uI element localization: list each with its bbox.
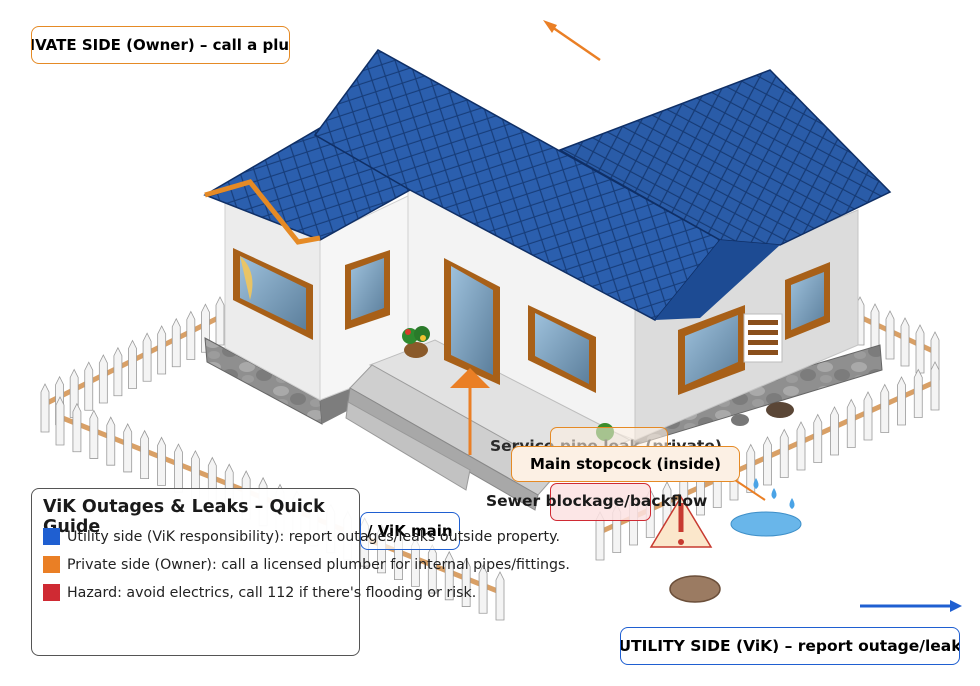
arrow-icon xyxy=(860,600,962,612)
utility-side-text: UTILITY SIDE (ViK) – report outage/leak xyxy=(620,637,960,655)
private-side-text: RIVATE SIDE (Owner) – call a plumber xyxy=(31,36,290,54)
manhole-cover-icon xyxy=(669,575,721,603)
arrow-icon xyxy=(543,20,601,62)
legend-text: Utility side (ViK responsibility): repor… xyxy=(67,528,560,545)
water-puddle-icon xyxy=(730,478,802,537)
legend-text: Private side (Owner): call a licensed pl… xyxy=(67,556,570,573)
window xyxy=(528,305,596,393)
arrow-icon xyxy=(734,479,766,501)
window xyxy=(678,305,745,395)
legend-item-hazard: Hazard: avoid electrics, call 112 if the… xyxy=(43,584,476,601)
legend-swatch-utility xyxy=(43,528,60,545)
quick-guide-legend: ViK Outages & Leaks – Quick Guide Utilit… xyxy=(31,488,570,656)
vent xyxy=(743,313,783,363)
legend-item-private: Private side (Owner): call a licensed pl… xyxy=(43,556,570,573)
utility-side-label: UTILITY SIDE (ViK) – report outage/leak xyxy=(620,627,960,665)
door xyxy=(444,258,500,385)
arrow-icon xyxy=(450,368,490,455)
vik-main-label: / ViK main xyxy=(360,512,460,550)
window xyxy=(233,248,313,340)
main-stopcock-text: Main stopcock (inside) xyxy=(529,455,722,473)
legend-text: Hazard: avoid electrics, call 112 if the… xyxy=(67,584,477,601)
legend-swatch-private xyxy=(43,556,60,573)
main-stopcock-label: Main stopcock (inside) xyxy=(511,446,740,482)
sewer-blockage-label: Sewer blockage/backflow xyxy=(486,492,708,510)
warning-triangle-icon xyxy=(649,495,713,548)
private-side-label: RIVATE SIDE (Owner) – call a plumber xyxy=(31,26,290,64)
sewer-blockage-box xyxy=(550,483,651,521)
legend-swatch-hazard xyxy=(43,584,60,601)
legend-item-utility: Utility side (ViK responsibility): repor… xyxy=(43,528,560,545)
vik-main-text: / ViK main xyxy=(367,522,453,540)
flower-pot-icon xyxy=(402,326,430,358)
window xyxy=(785,262,830,340)
window xyxy=(345,250,390,330)
